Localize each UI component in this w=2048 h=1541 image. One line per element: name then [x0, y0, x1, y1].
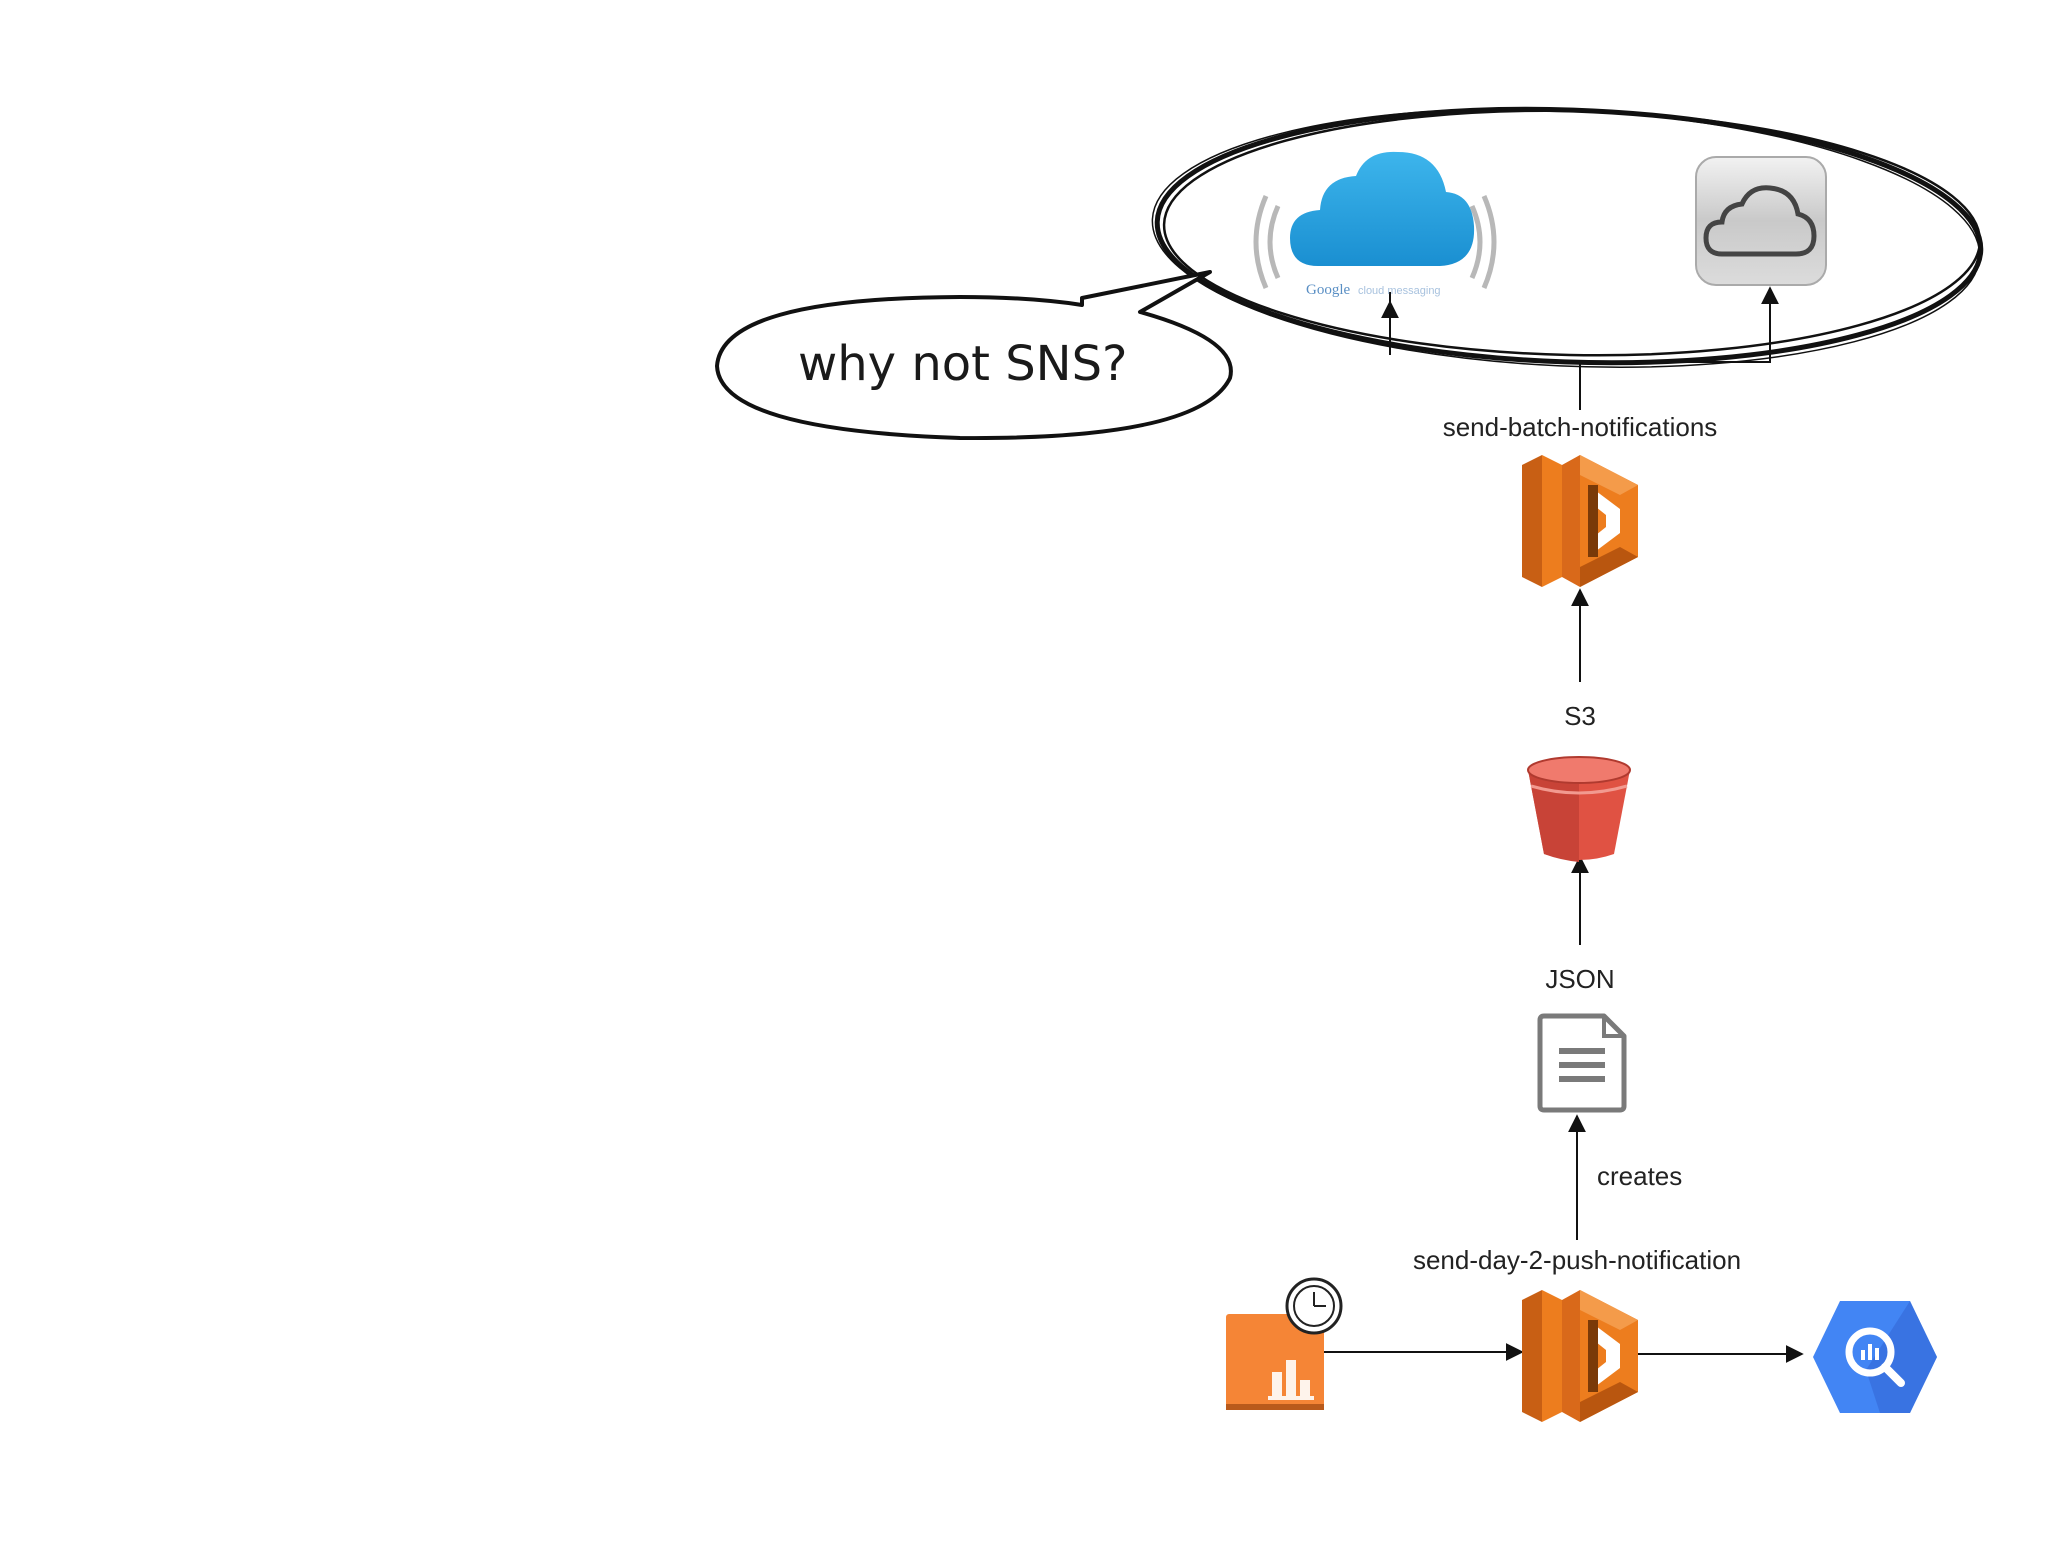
bubble-text: why not SNS?	[798, 336, 1128, 392]
google-cloud-messaging-icon: Google cloud messaging	[1253, 151, 1497, 298]
label-json: JSON	[1545, 964, 1614, 994]
gcm-sub-text: cloud messaging	[1358, 285, 1441, 297]
gcm-brand-text: Google	[1306, 282, 1351, 298]
arrow-to-icloud	[1579, 286, 1779, 410]
clock-icon	[1285, 1277, 1343, 1335]
highlight-ellipse	[1151, 106, 1984, 368]
scheduled-event-icon	[1226, 1277, 1343, 1410]
label-creates: creates	[1597, 1161, 1682, 1191]
icloud-icon	[1695, 156, 1827, 286]
document-icon	[1537, 1013, 1627, 1113]
aws-lambda-icon	[1522, 455, 1638, 587]
label-send-batch-notifications: send-batch-notifications	[1443, 412, 1718, 442]
label-send-day-2-push-notification: send-day-2-push-notification	[1413, 1245, 1741, 1275]
s3-bucket-icon	[1527, 756, 1631, 862]
aws-lambda-icon-day-2	[1522, 1290, 1638, 1422]
label-s3: S3	[1564, 701, 1596, 731]
speech-bubble: why not SNS?	[715, 270, 1233, 441]
bigquery-icon	[1813, 1301, 1937, 1413]
